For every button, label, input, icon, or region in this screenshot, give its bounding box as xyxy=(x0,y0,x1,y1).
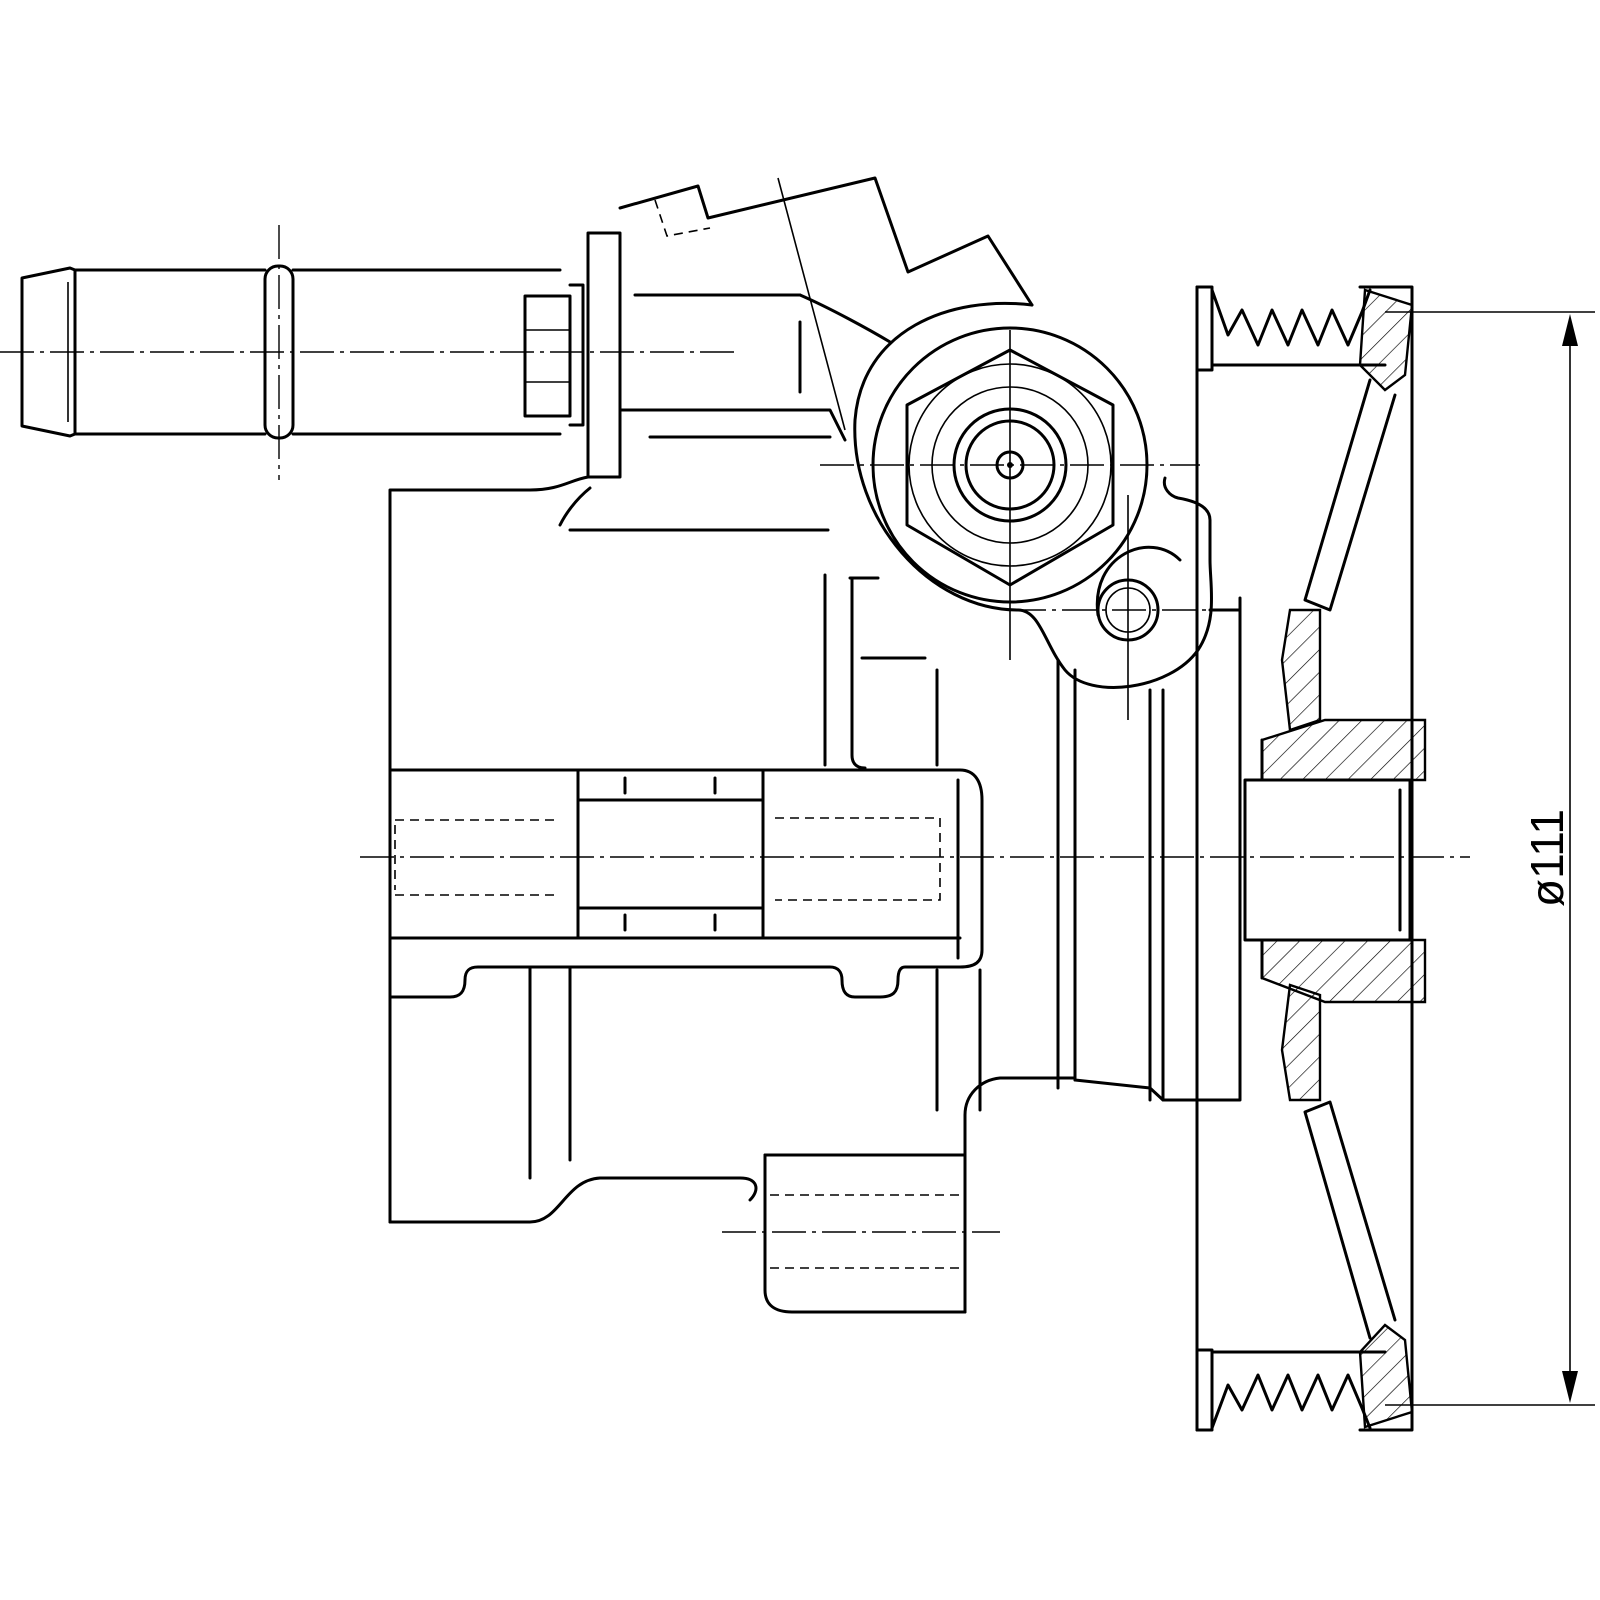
diameter-dimension: ø111 xyxy=(1385,311,1595,1406)
banjo-fitting xyxy=(523,231,622,479)
hose-nipple xyxy=(0,225,740,480)
pulley xyxy=(1195,285,1427,1432)
upper-housing xyxy=(618,176,1034,442)
pump-body xyxy=(388,475,1077,1314)
diameter-label: ø111 xyxy=(1521,809,1573,907)
pressure-port xyxy=(820,301,1220,720)
drive-shaft xyxy=(360,596,1470,1102)
